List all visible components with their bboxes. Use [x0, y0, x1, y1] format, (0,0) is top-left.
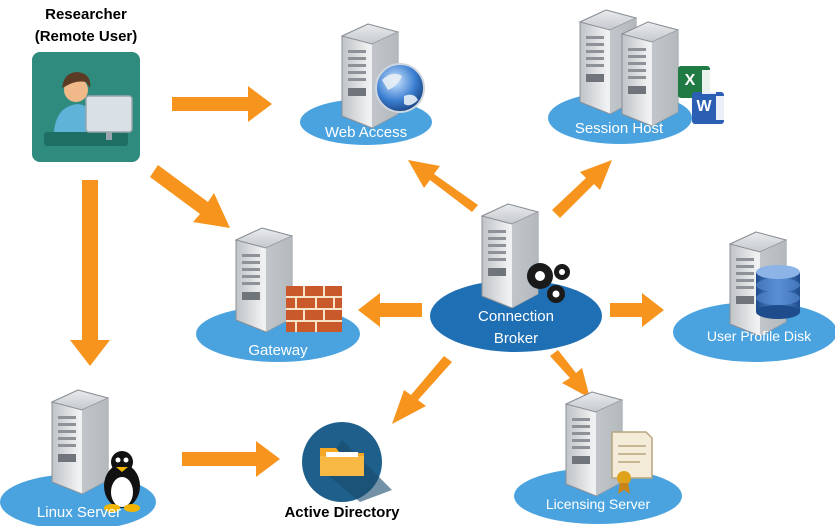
arrow-broker-to-gateway — [358, 293, 422, 327]
linux-server-node — [0, 389, 156, 526]
linux-server-label: Linux Server — [36, 504, 122, 521]
connection-broker-label-line2: Broker — [493, 330, 539, 347]
firewall-icon — [286, 286, 342, 332]
active-directory-label: Active Directory — [284, 504, 400, 521]
arrow-broker-to-session-host — [552, 160, 612, 218]
session-host-label: Session Host — [574, 120, 664, 137]
arrow-linux-to-ad — [182, 441, 280, 477]
database-icon — [756, 265, 800, 319]
user-profile-disk-node — [673, 231, 835, 362]
arrow-broker-to-licensing — [550, 350, 590, 398]
connection-broker-label-line1: Connection — [478, 308, 554, 325]
licensing-server-label: Licensing Server — [545, 496, 651, 512]
gateway-label: Gateway — [248, 342, 308, 359]
excel-letter: X — [684, 72, 696, 89]
researcher-avatar-tile — [32, 52, 140, 162]
researcher-head — [64, 78, 88, 102]
arrows — [70, 86, 664, 477]
globe-icon — [375, 63, 425, 113]
tux-icon — [104, 451, 140, 512]
active-directory-node — [302, 422, 392, 502]
licensing-server-node — [514, 391, 682, 524]
arrow-researcher-to-linux — [70, 180, 110, 366]
arrow-researcher-to-web-access — [172, 86, 272, 122]
session-host-node — [548, 9, 730, 144]
web-access-label: Web Access — [324, 124, 408, 141]
folder-icon — [320, 448, 364, 476]
arrow-broker-to-web-access — [408, 160, 478, 212]
monitor-icon — [85, 95, 133, 133]
connection-broker-node — [430, 203, 602, 352]
researcher-label-line2: (Remote User) — [34, 28, 138, 45]
certificate-icon — [611, 431, 653, 494]
arrow-broker-to-ad — [392, 356, 452, 424]
gateway-node — [196, 227, 360, 362]
gears-icon — [527, 263, 570, 303]
user-profile-disk-label: User Profile Disk — [706, 328, 812, 344]
researcher-label-line1: Researcher — [45, 6, 127, 23]
word-letter: W — [696, 98, 712, 115]
web-access-node — [300, 23, 432, 145]
arrow-researcher-to-gateway — [150, 165, 230, 228]
arrow-broker-to-upd — [610, 293, 664, 327]
